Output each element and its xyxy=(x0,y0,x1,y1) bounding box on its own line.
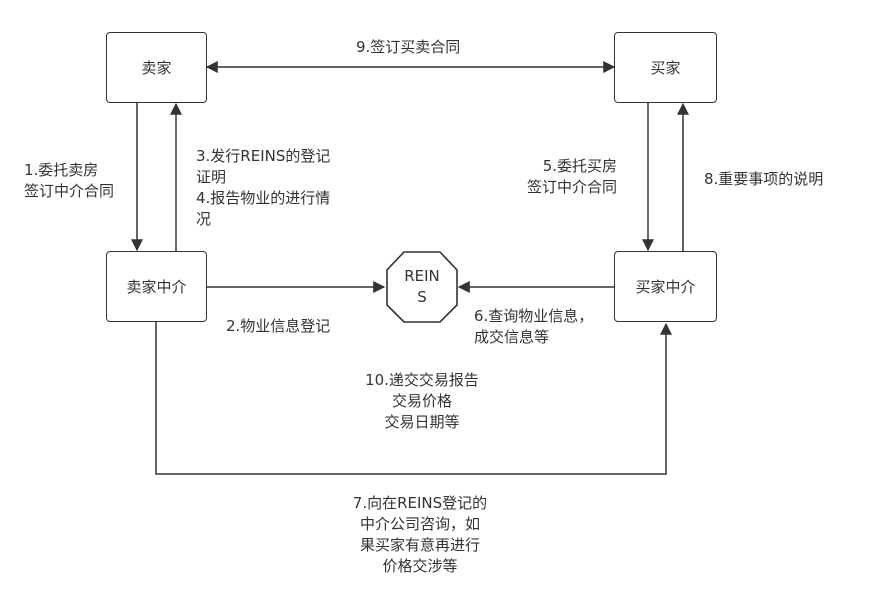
buyer-node: 买家 xyxy=(614,32,717,103)
edge-label-step3-4: 3.发行REINS的登记 证明 4.报告物业的进行情 况 xyxy=(196,147,331,228)
seller-node: 卖家 xyxy=(106,32,207,103)
reins-octagon xyxy=(386,251,458,323)
seller-agent-label: 卖家中介 xyxy=(126,278,187,296)
edge-label-step6: 6.查询物业信息， 成交信息等 xyxy=(474,307,594,346)
seller-agent-node: 卖家中介 xyxy=(106,251,207,322)
edge-transaction-report xyxy=(155,322,672,475)
reins-label-line2: S xyxy=(417,288,427,306)
reins-node: REIN S xyxy=(387,266,457,308)
edge-label-step10: 10.递交交易报告 交易价格 交易日期等 xyxy=(365,371,479,431)
edge-label-step2: 2.物业信息登记 xyxy=(226,317,331,335)
edge-label-step8: 8.重要事项的说明 xyxy=(704,170,824,188)
edge-label-step5: 5.委托买房 签订中介合同 xyxy=(527,157,618,196)
seller-label: 卖家 xyxy=(141,59,172,77)
edge-label-step1: 1.委托卖房 签订中介合同 xyxy=(24,161,115,200)
buyer-label: 买家 xyxy=(650,59,681,77)
buyer-agent-node: 买家中介 xyxy=(614,251,717,322)
buyer-agent-label: 买家中介 xyxy=(635,278,696,296)
reins-label-line1: REIN xyxy=(404,267,440,285)
edge-label-step9: 9.签订买卖合同 xyxy=(356,38,461,56)
edge-label-step7: 7.向在REINS登记的 中介公司咨询，如 果买家有意再进行 价格交涉等 xyxy=(352,494,488,575)
